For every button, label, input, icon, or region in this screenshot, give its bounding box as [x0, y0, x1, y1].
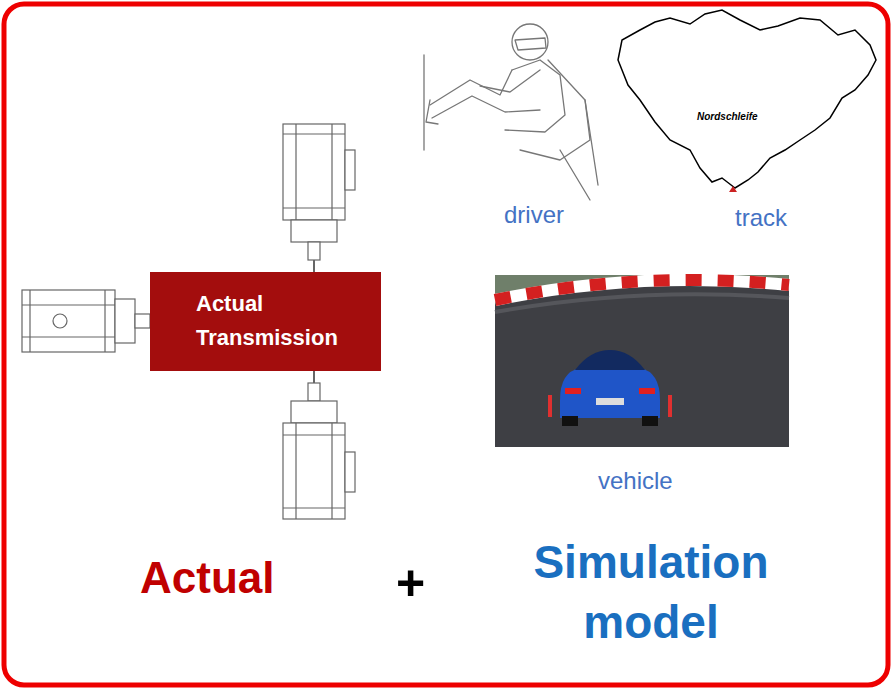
track-outline [618, 10, 876, 188]
motor-bottom [283, 371, 355, 519]
caption-label: vehicle [598, 466, 673, 495]
heading-label: Actual [140, 551, 274, 604]
start-marker [729, 186, 737, 192]
caption-label: driver [504, 200, 564, 229]
caption-label: track [735, 203, 787, 232]
heading-label: + [396, 553, 425, 613]
motor-left [22, 290, 150, 352]
motor-top [283, 124, 355, 272]
heading-label: Simulation model [501, 532, 801, 652]
box-title: Actual Transmission [196, 287, 376, 355]
vehicle-render [495, 275, 789, 447]
driver-sketch [424, 24, 598, 200]
track-name: Nordschleife [697, 111, 758, 123]
outer-frame [4, 4, 888, 685]
transmission-box: Actual Transmission [150, 272, 381, 371]
